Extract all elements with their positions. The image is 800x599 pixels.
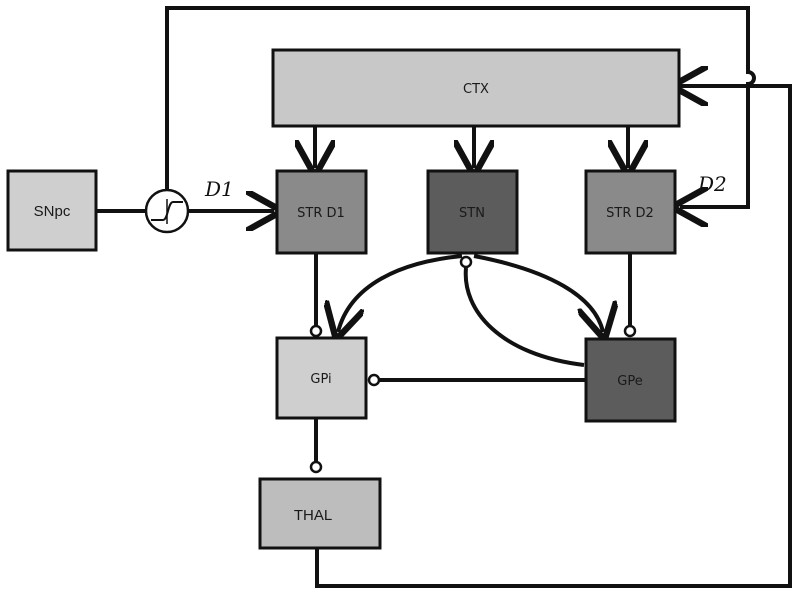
str-d2-box <box>584 169 677 255</box>
gpi-label: GPi <box>310 372 331 387</box>
stn-label: STN <box>459 206 485 221</box>
thal-to-ctx-loop <box>315 86 792 588</box>
sigmoid-icon <box>151 201 183 221</box>
thal-box <box>258 477 382 550</box>
strd2-to-gpe-terminal <box>623 324 637 338</box>
gpi-to-thal-terminal <box>309 460 323 474</box>
stn-to-gpi-arc <box>338 254 463 332</box>
gpe-to-stn-terminal <box>459 255 473 269</box>
gpe-label: GPe <box>617 374 642 389</box>
gpe-box <box>584 337 677 423</box>
stn-to-gpe-arc <box>473 254 603 332</box>
stn-box <box>426 169 519 255</box>
snpc-to-strd2-loop <box>165 6 756 207</box>
gpe-to-stn-arc <box>463 267 585 367</box>
str-d2-label: STR D2 <box>606 206 654 221</box>
strd1-to-gpi-terminal <box>309 324 323 338</box>
snpc-label: SNpc <box>34 203 71 220</box>
d1-label: D1 <box>204 177 234 201</box>
d2-label: D2 <box>697 172 727 196</box>
snpc-box <box>6 169 98 252</box>
thal-label: THAL <box>294 507 332 524</box>
str-d1-label: STR D1 <box>297 206 345 221</box>
gpe-to-gpi-terminal <box>367 373 381 387</box>
gpi-box <box>275 336 368 420</box>
ctx-label: CTX <box>463 82 489 97</box>
str-d1-box <box>275 169 368 255</box>
